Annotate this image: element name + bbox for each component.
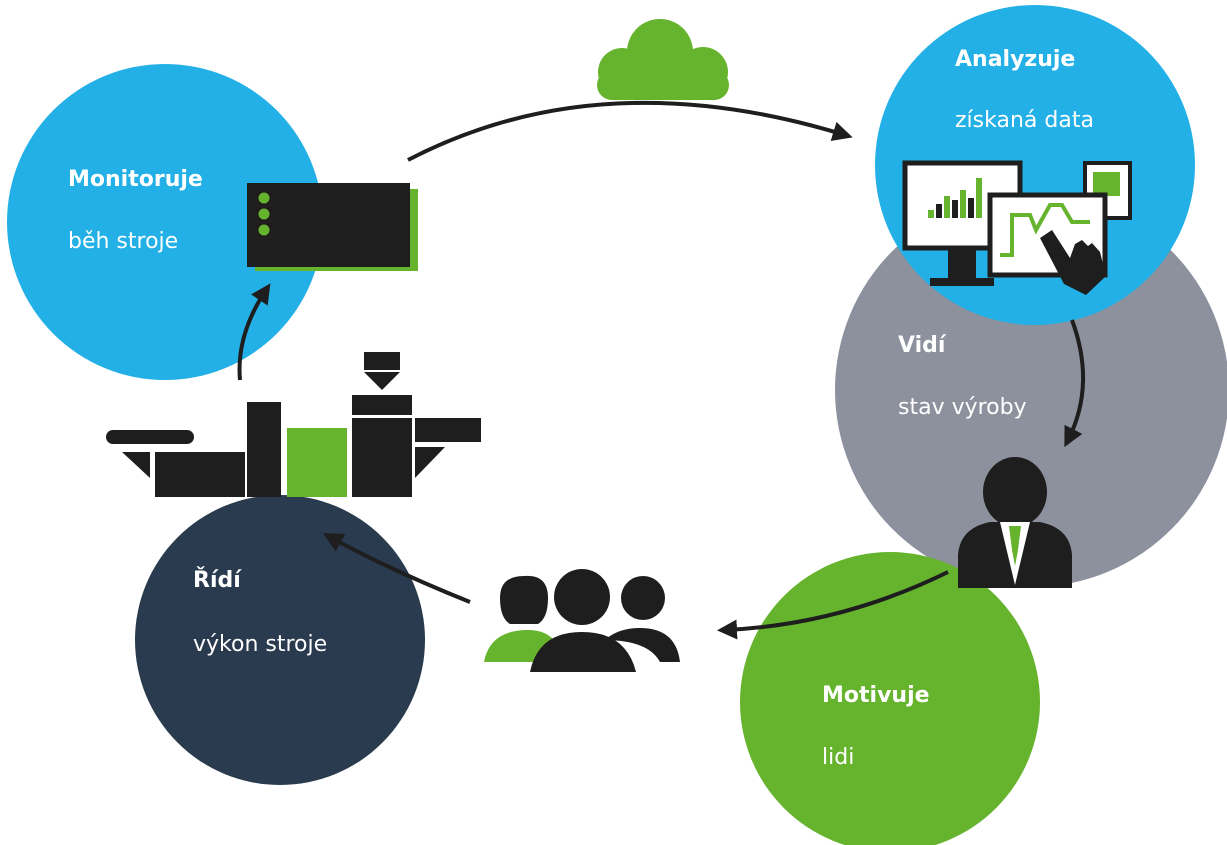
motivate-circle	[740, 552, 1040, 845]
motivate-title: Motivuje	[822, 683, 930, 708]
arrow-analyze-to-see	[1064, 319, 1085, 448]
see-title: Vidí	[898, 333, 947, 358]
monitor-subtitle: běh stroje	[68, 229, 178, 254]
monitors-chart-icon	[902, 160, 1132, 295]
motivate-subtitle: lidi	[822, 745, 854, 770]
monitor-circle	[7, 64, 323, 380]
machine-icon	[106, 352, 481, 497]
analyze-title: Analyzuje	[955, 47, 1075, 72]
control-title: Řídí	[193, 567, 242, 593]
arrow-team-to-machine	[322, 533, 471, 604]
control-subtitle: výkon stroje	[193, 632, 327, 657]
cloud-icon	[597, 19, 729, 100]
controller-box-icon	[247, 183, 418, 271]
control-circle	[135, 495, 425, 785]
arrow-machine-to-controller	[237, 283, 271, 381]
analyze-subtitle: získaná data	[955, 108, 1094, 133]
see-subtitle: stav výroby	[898, 395, 1027, 420]
team-people-icon	[484, 569, 680, 672]
monitor-title: Monitoruje	[68, 167, 203, 192]
manager-person-icon	[958, 457, 1072, 588]
arrow-manager-to-team	[717, 570, 949, 640]
arrow-monitor-to-analyze	[407, 100, 853, 162]
